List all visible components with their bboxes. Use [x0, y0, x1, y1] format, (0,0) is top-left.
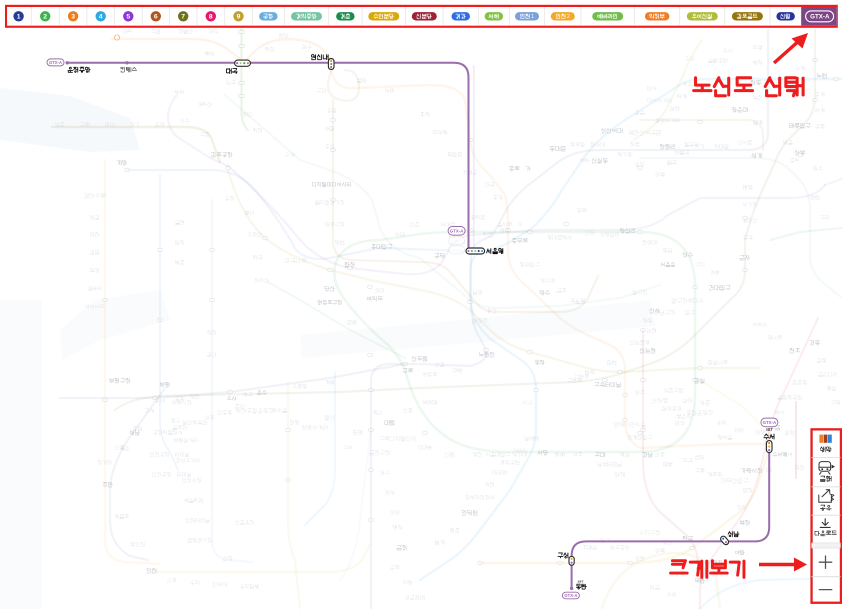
svg-text:2: 2 — [567, 14, 570, 20]
svg-text:GTX-A: GTX-A — [49, 60, 62, 65]
svg-text:2: 2 — [43, 14, 47, 21]
svg-text:7: 7 — [181, 14, 185, 21]
svg-text:4: 4 — [99, 14, 103, 21]
svg-text:6: 6 — [154, 14, 158, 21]
svg-text:GTX-A: GTX-A — [810, 14, 830, 21]
svg-text:3: 3 — [71, 14, 75, 21]
svg-text:GTX-A: GTX-A — [763, 420, 777, 425]
svg-text:5: 5 — [126, 14, 130, 21]
svg-text:GTX-A: GTX-A — [564, 593, 577, 598]
svg-text:SRT: SRT — [577, 580, 584, 584]
svg-text:9: 9 — [237, 14, 241, 21]
svg-text:GTX-A: GTX-A — [450, 228, 464, 233]
svg-text:1: 1 — [531, 14, 534, 20]
svg-text:SRT: SRT — [766, 428, 773, 432]
svg-text:1: 1 — [17, 14, 21, 21]
svg-text:8: 8 — [209, 14, 213, 21]
